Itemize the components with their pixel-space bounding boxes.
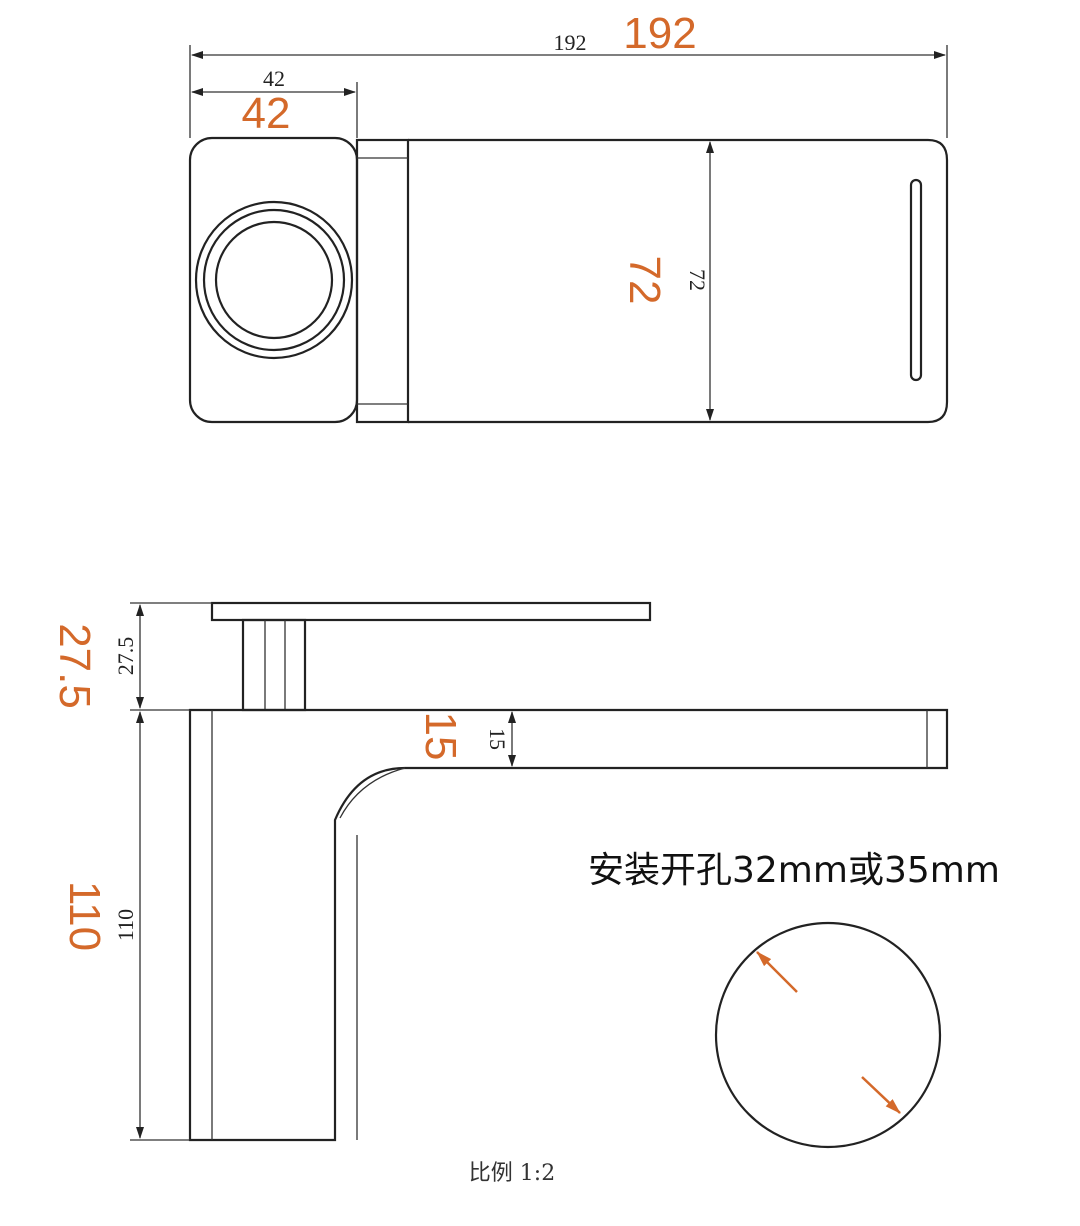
- head-label-small: 42: [263, 66, 285, 91]
- handle-ring-middle: [202, 208, 346, 352]
- width-label-large: 192: [623, 9, 696, 58]
- head-label-large: 42: [242, 89, 291, 138]
- spout-thickness-label-small: 15: [485, 728, 510, 750]
- body-height-label-large: 110: [60, 881, 109, 951]
- install-hole-note: 安装开孔32mm或35mm: [588, 850, 1000, 891]
- handle-lever: [210, 601, 652, 622]
- water-outlet-slot: [909, 178, 923, 382]
- body-height-label-small: 110: [113, 909, 138, 941]
- handle-ring-outer: [194, 200, 354, 360]
- handle-height-label-large: 27.5: [50, 623, 99, 709]
- side-view: 27.5 27.5 15 15 110 110: [50, 601, 949, 1142]
- diameter-arrow-icon: [756, 951, 798, 993]
- spout-top-outline: [408, 138, 949, 424]
- width-label-small: 192: [554, 30, 587, 55]
- diameter-arrow-icon: [861, 1076, 901, 1114]
- depth-label-large: 72: [620, 256, 669, 305]
- spout-curve-line: [339, 767, 406, 819]
- depth-label-small: 72: [685, 269, 710, 291]
- top-view: 192 192 42 42 72 72: [188, 9, 949, 424]
- faucet-body-outline: [188, 708, 949, 1142]
- spout-thickness-label-large: 15: [416, 712, 465, 761]
- neck-strip: [355, 138, 410, 424]
- handle-ring-inner: [214, 220, 334, 340]
- scale-label: 比例 1:2: [469, 1161, 555, 1186]
- handle-stem: [241, 618, 307, 712]
- install-hole-diagram: 安装开孔32mm或35mm: [588, 850, 1000, 1149]
- handle-height-label-small: 27.5: [113, 637, 138, 676]
- mounting-hole-circle: [714, 921, 942, 1149]
